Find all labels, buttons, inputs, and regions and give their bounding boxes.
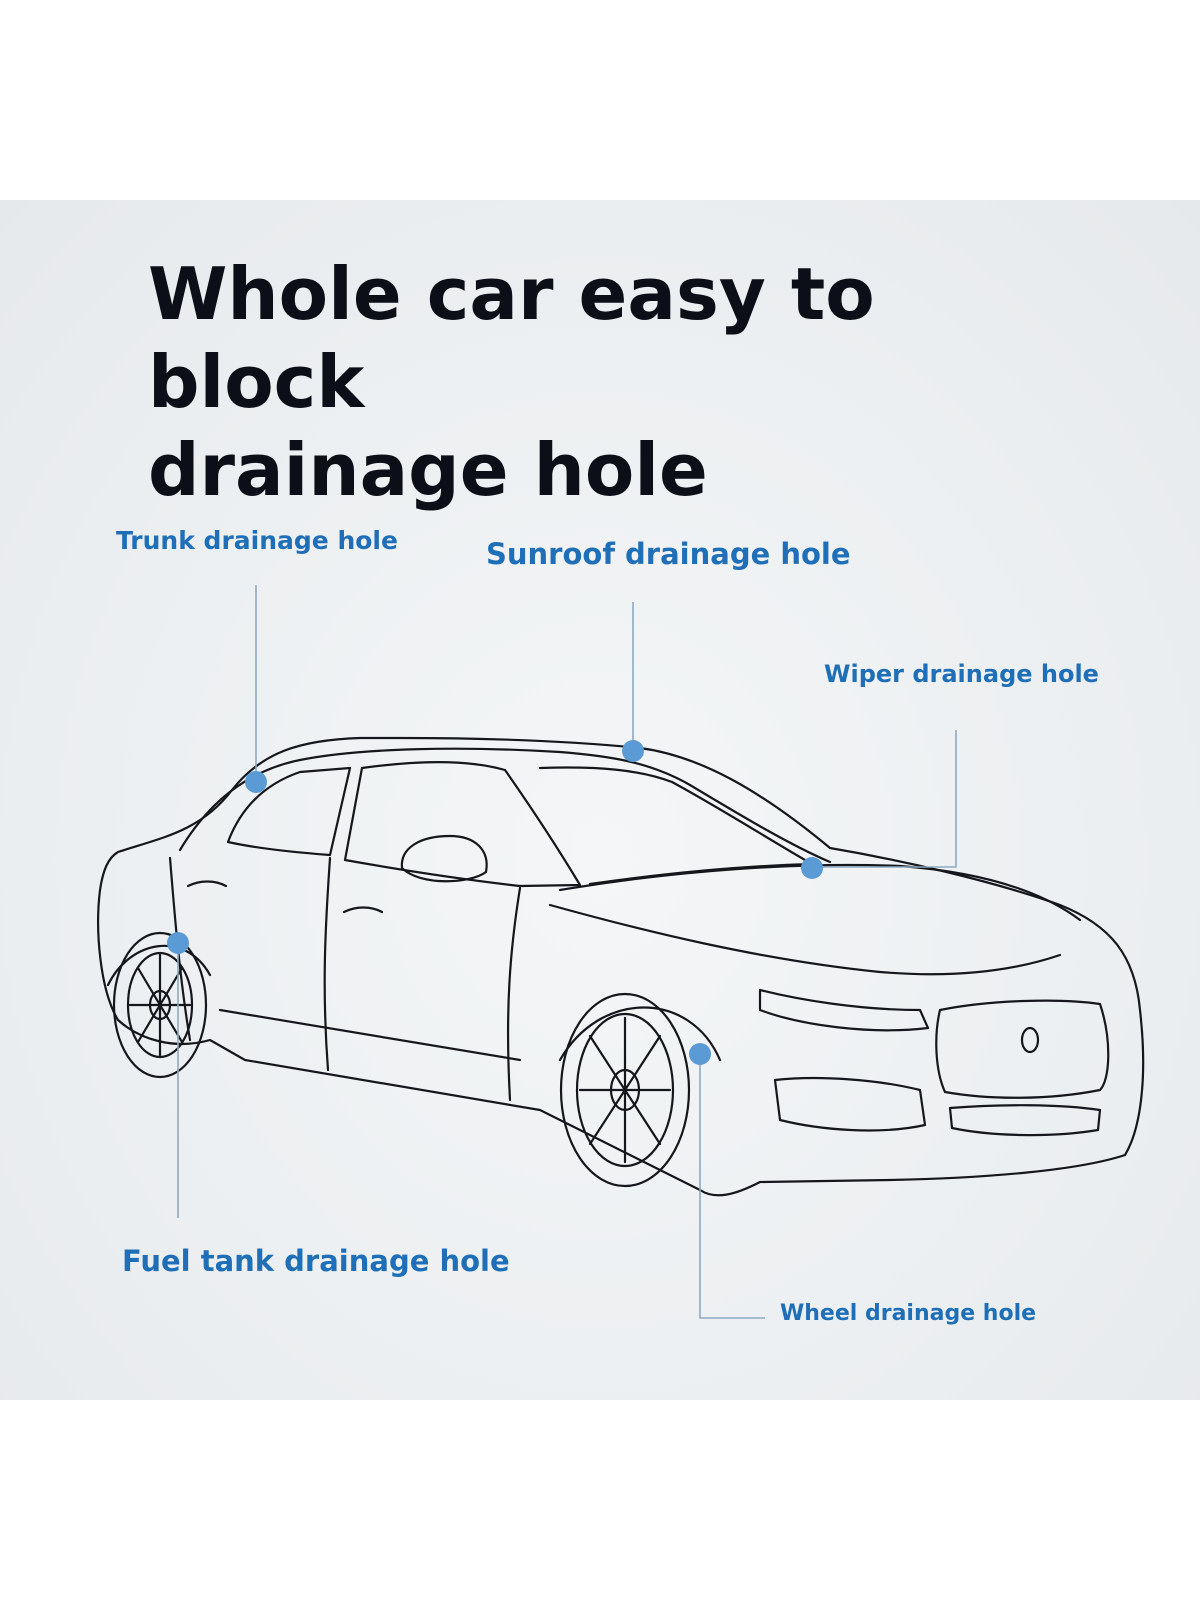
- car-window-rear: [226, 766, 352, 857]
- marker-dot-wiper: [801, 857, 823, 879]
- label-fuel-tank-drainage-hole: Fuel tank drainage hole: [122, 1244, 510, 1278]
- marker-dot-sunroof: [622, 740, 644, 762]
- marker-dot-trunk: [245, 771, 267, 793]
- car-body-outline: [97, 736, 1145, 1197]
- leader-line-wiper: [812, 730, 957, 868]
- marker-dot-fuel-tank: [167, 932, 189, 954]
- car-door-handle-front: [342, 906, 384, 914]
- car-hood-crease: [548, 903, 1062, 976]
- marker-dot-wheel: [689, 1043, 711, 1065]
- car-badge: [1020, 1026, 1040, 1054]
- page-title: Whole car easy to block drainage hole: [148, 250, 1108, 514]
- car-front-wheel: [559, 992, 691, 1188]
- car-rear-wheel-arch: [106, 944, 212, 987]
- label-wheel-drainage-hole: Wheel drainage hole: [780, 1301, 1037, 1326]
- car-roof-line: [178, 747, 832, 864]
- leader-line-wheel: [699, 1054, 765, 1319]
- car-lower-intake: [948, 1104, 1102, 1137]
- car-side-mirror: [400, 834, 488, 883]
- title-line-2: drainage hole: [148, 428, 708, 512]
- label-sunroof-drainage-hole: Sunroof drainage hole: [486, 537, 851, 571]
- car-grille: [935, 999, 1110, 1099]
- diagram-background: [0, 200, 1200, 1400]
- car-door-line-mid: [323, 856, 332, 1072]
- car-hood-line: [558, 863, 1082, 922]
- car-door-handle-rear: [186, 880, 228, 888]
- car-fog-light: [773, 1076, 927, 1132]
- car-headlight: [758, 988, 930, 1032]
- car-front-wheel-arch: [558, 1006, 722, 1062]
- car-rear-wheel: [112, 931, 208, 1079]
- car-sill-line: [218, 1008, 522, 1062]
- label-trunk-drainage-hole: Trunk drainage hole: [116, 526, 398, 555]
- label-wiper-drainage-hole: Wiper drainage hole: [824, 660, 1099, 688]
- title-line-1: Whole car easy to block: [148, 252, 875, 424]
- car-window-front-door: [343, 761, 582, 888]
- car-door-line-front: [506, 886, 522, 1102]
